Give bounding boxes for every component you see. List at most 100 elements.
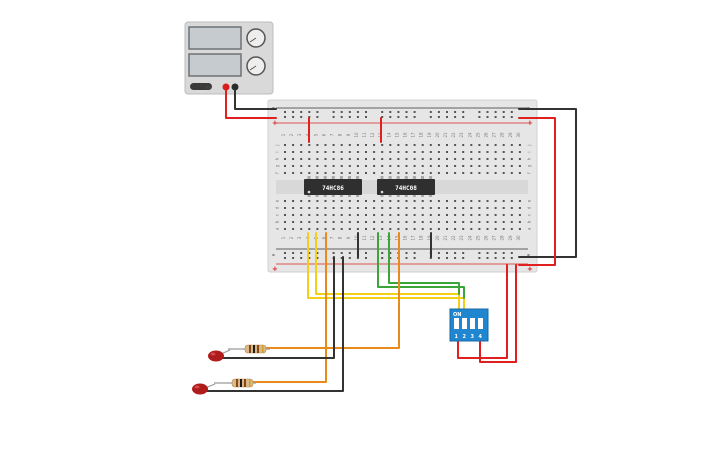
chip-pin — [412, 194, 416, 197]
column-number: 13 — [378, 235, 383, 241]
chip-74hc86[interactable]: 74HC86 — [304, 179, 362, 195]
column-number: 9 — [346, 236, 351, 239]
row-letter: g — [275, 164, 280, 167]
dip-toggle-1[interactable] — [454, 318, 459, 329]
chip-74hc08[interactable]: 74HC08 — [377, 179, 435, 195]
resistor-2[interactable] — [214, 378, 256, 388]
column-number: 18 — [419, 235, 424, 241]
wire-led-ground-1[interactable] — [213, 256, 335, 359]
row-letter: e — [527, 199, 532, 202]
chip-pin — [339, 194, 343, 197]
dip-number-4: 4 — [479, 334, 483, 340]
row-letter: f — [275, 172, 280, 174]
dip-toggle-4[interactable] — [478, 318, 483, 329]
wire-input-b-green[interactable] — [388, 232, 460, 295]
dip-number-1: 1 — [455, 334, 459, 340]
power-supply[interactable]: OFF — [184, 21, 274, 95]
chip-pin — [429, 176, 433, 179]
wire-dip-power-2[interactable] — [479, 264, 517, 363]
voltage-display — [188, 26, 242, 50]
rail-plus-sign-top-right: + — [527, 119, 533, 127]
rail-plus-sign-bottom: + — [272, 265, 278, 273]
column-number: 7 — [330, 236, 335, 239]
column-number: 2 — [289, 236, 294, 239]
wire-psu-negative[interactable] — [234, 89, 277, 110]
column-number: 29 — [508, 235, 513, 241]
column-number: 1 — [281, 236, 286, 239]
power-switch-label: OFF — [205, 86, 211, 90]
chip-pin — [380, 194, 384, 197]
rail-plus-sign-top: + — [272, 119, 278, 127]
row-letter: h — [527, 157, 532, 160]
row-letter: d — [275, 206, 280, 209]
resistor-1[interactable] — [228, 344, 270, 354]
column-number: 6 — [322, 236, 327, 239]
column-number: 20 — [435, 235, 440, 241]
column-number: 15 — [394, 132, 399, 138]
chip-pin — [348, 194, 351, 197]
column-number: 8 — [338, 236, 343, 239]
column-number: 11 — [362, 235, 367, 241]
row-letter: b — [527, 220, 532, 223]
chip-pin — [412, 176, 416, 179]
column-number: 3 — [297, 133, 302, 136]
dip-switch[interactable]: ON 1 2 3 4 — [449, 308, 489, 342]
column-number: 22 — [451, 132, 456, 138]
column-number: 12 — [370, 235, 375, 241]
breadboard-holes — [284, 111, 521, 259]
column-number: 14 — [386, 132, 391, 138]
positive-terminal[interactable] — [222, 83, 230, 91]
column-number: 7 — [330, 133, 335, 136]
wire-input-b-yellow[interactable] — [315, 232, 460, 317]
wire-psu-positive[interactable] — [225, 89, 277, 119]
wire-output-and-orange[interactable] — [264, 232, 400, 349]
chip-pin — [331, 194, 335, 197]
dip-toggle-3[interactable] — [470, 318, 475, 329]
row-letter: i — [527, 151, 532, 152]
row-letter: d — [527, 206, 532, 209]
led-1[interactable] — [208, 349, 231, 362]
row-letter: c — [527, 214, 532, 216]
chip-pin — [331, 176, 335, 179]
wire-ground-bridge[interactable] — [518, 108, 577, 258]
column-number: 24 — [467, 235, 472, 241]
column-number: 17 — [411, 235, 416, 241]
led-2[interactable] — [192, 383, 216, 395]
chip-pin — [421, 194, 424, 197]
row-letter: b — [275, 220, 280, 223]
wire-input-a-green[interactable] — [377, 232, 465, 299]
column-number: 19 — [427, 235, 432, 241]
column-number: 17 — [411, 132, 416, 138]
column-number: 28 — [500, 235, 505, 241]
wire-output-xor-orange[interactable] — [249, 232, 327, 383]
negative-terminal[interactable] — [231, 83, 239, 91]
column-number: 3 — [297, 236, 302, 239]
row-letter: j — [275, 144, 280, 146]
chip-pin — [339, 176, 343, 179]
column-number: 26 — [484, 132, 489, 138]
column-number: 21 — [443, 132, 448, 138]
dip-toggle-2[interactable] — [462, 318, 467, 329]
chip-pin — [307, 194, 311, 197]
wire-power-bridge[interactable] — [518, 117, 556, 266]
row-letter: a — [275, 227, 280, 230]
chip-pin — [421, 176, 424, 179]
wire-input-a-yellow[interactable] — [307, 232, 465, 317]
dip-number-3: 3 — [471, 334, 475, 340]
row-letter: e — [275, 199, 280, 202]
column-number: 25 — [475, 132, 480, 138]
chip-pin — [404, 194, 408, 197]
rail-plus-sign-bottom-right: + — [527, 265, 533, 273]
chip-pin — [315, 194, 319, 197]
wire-dip-power-1[interactable] — [457, 264, 508, 359]
column-number: 30 — [516, 235, 521, 241]
chip-pin — [356, 194, 360, 197]
column-number: 22 — [451, 235, 456, 241]
current-display — [188, 53, 242, 77]
dip-number-2: 2 — [463, 334, 467, 340]
power-switch[interactable] — [190, 83, 212, 90]
wire-led-ground-2[interactable] — [197, 256, 344, 392]
